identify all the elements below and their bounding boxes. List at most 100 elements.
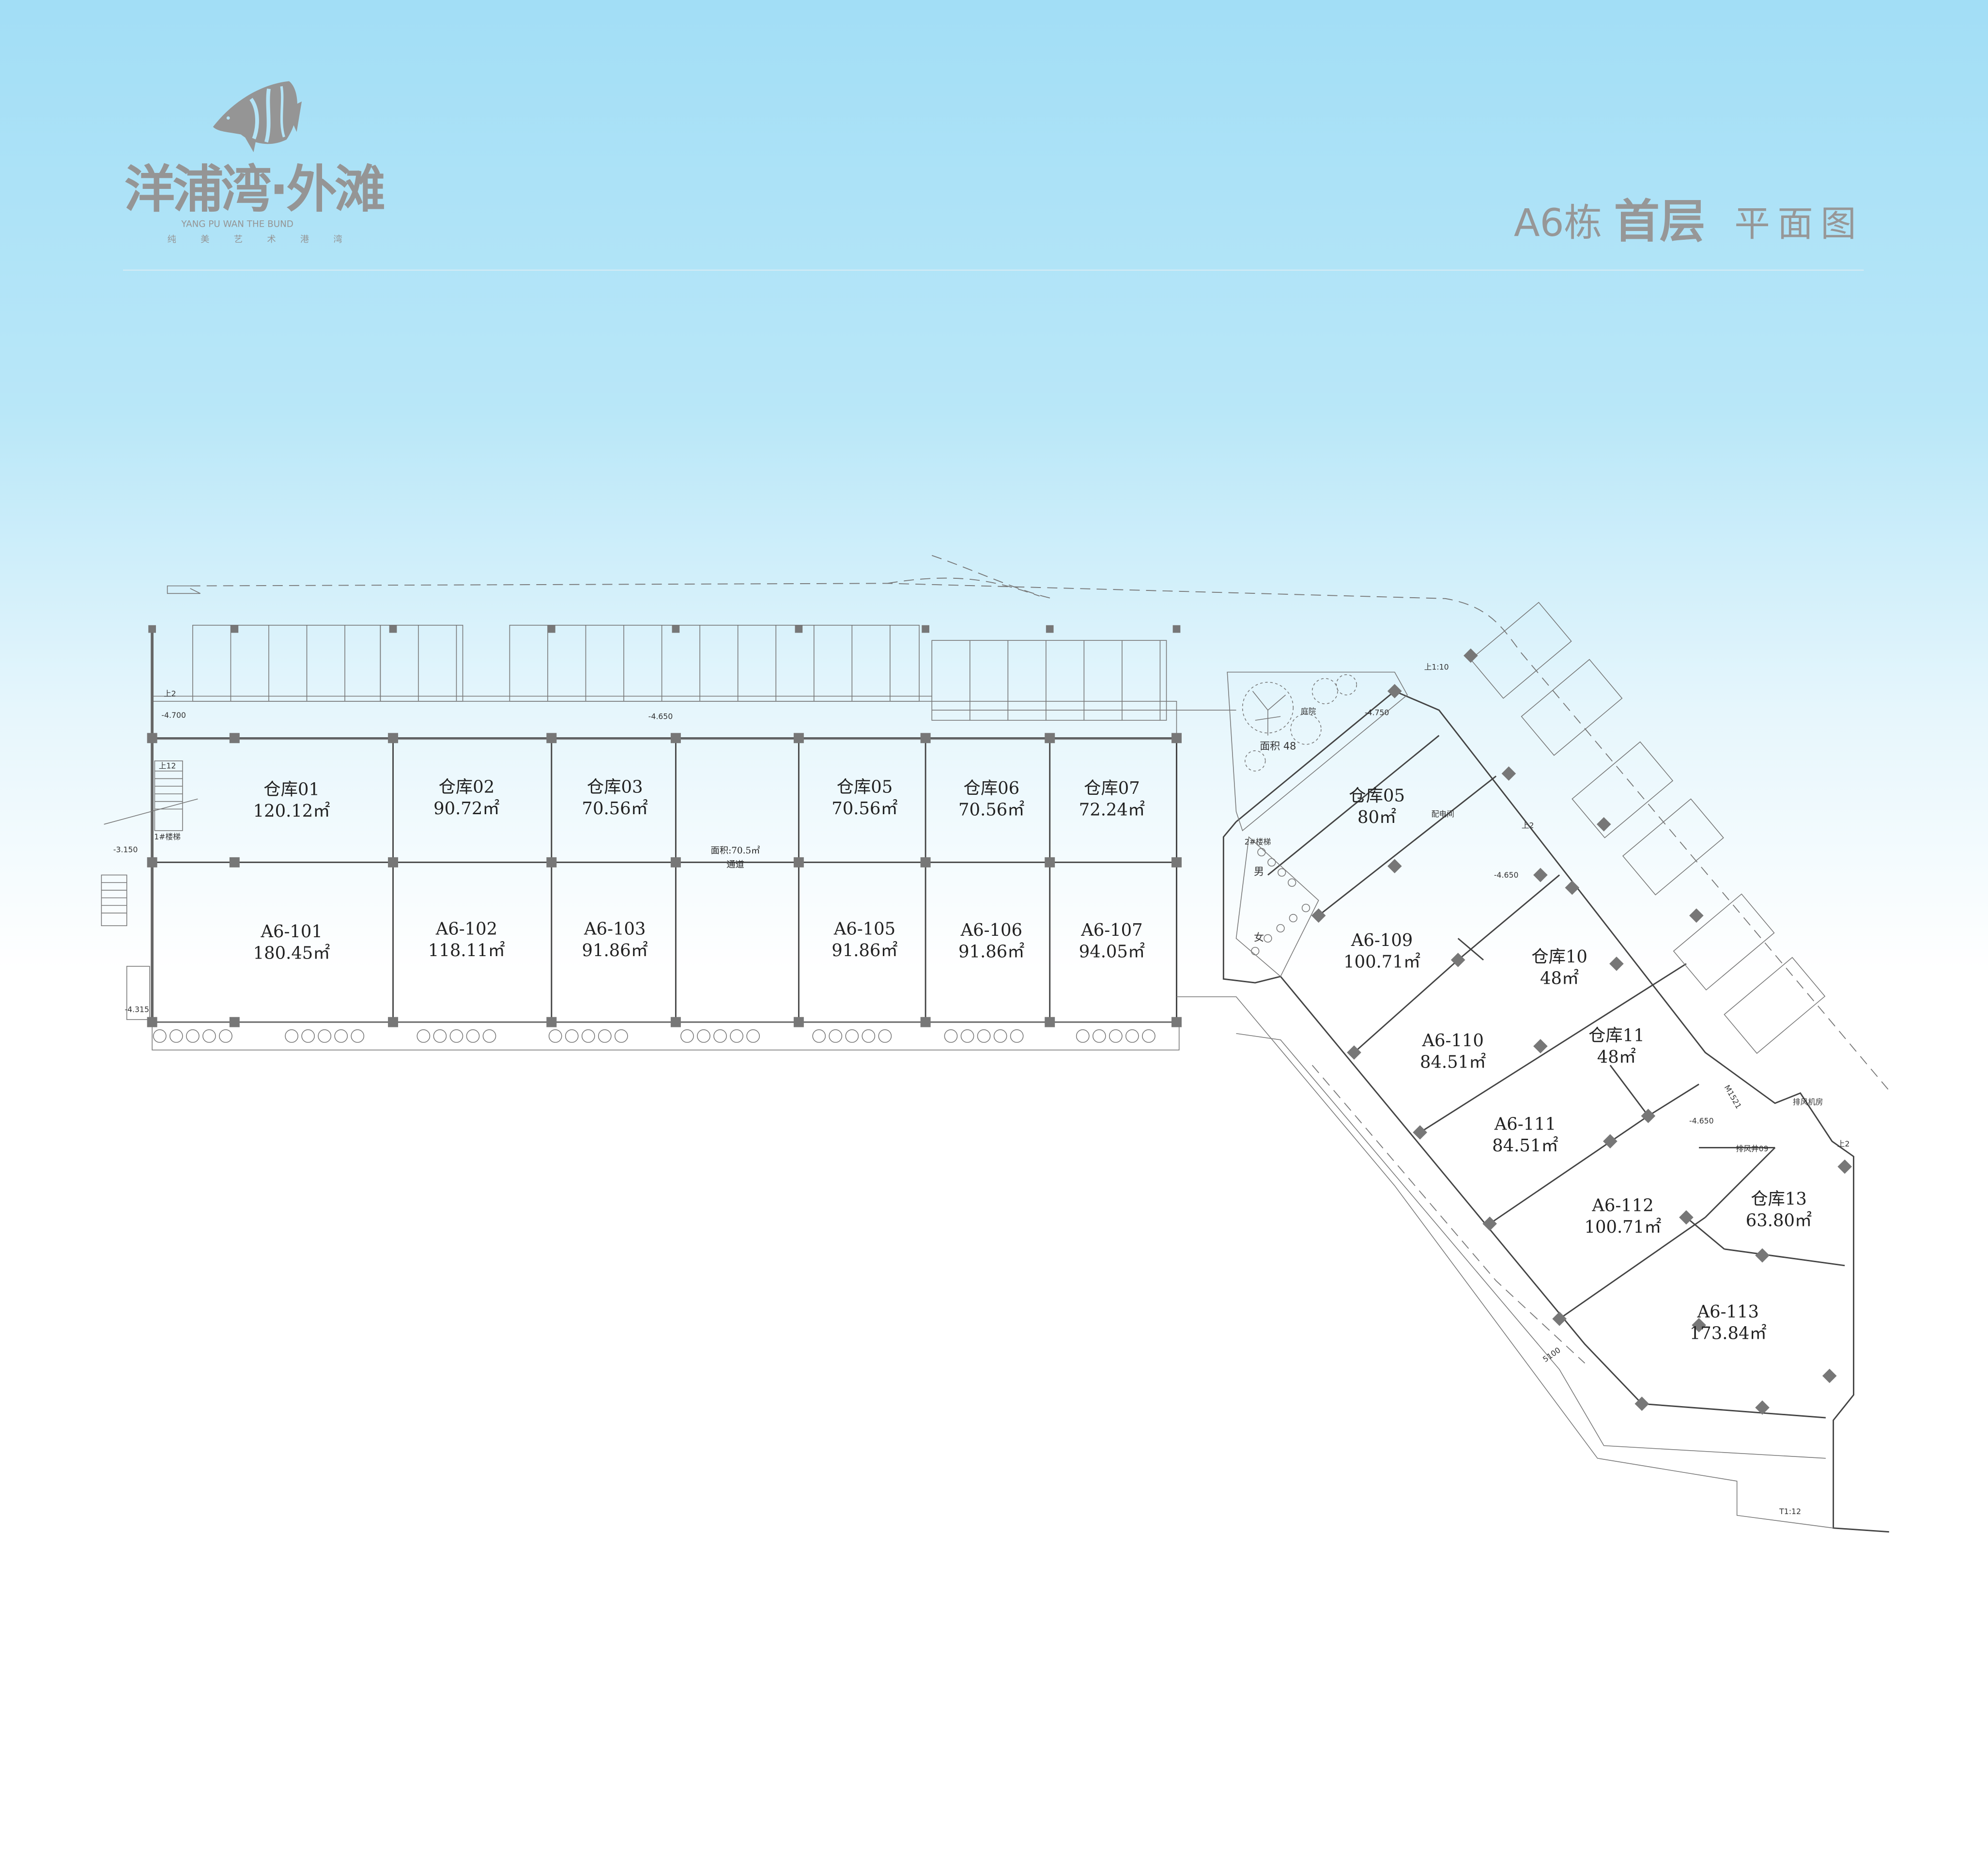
column — [1045, 1017, 1055, 1027]
column — [1045, 733, 1055, 743]
column — [1692, 1318, 1706, 1332]
column — [1171, 733, 1182, 743]
room-name: 仓库01 — [263, 780, 320, 800]
column — [920, 857, 931, 867]
ramp-top-label: 上1:10 — [1424, 662, 1449, 671]
column — [388, 857, 399, 867]
column — [546, 857, 557, 867]
elevation-3150: -3.150 — [113, 845, 138, 854]
column — [546, 733, 557, 743]
room-name: 仓库13 — [1751, 1189, 1807, 1209]
column — [1533, 1039, 1548, 1053]
column — [389, 625, 397, 633]
room-name: A6-110 — [1422, 1031, 1484, 1051]
column — [670, 1017, 681, 1027]
parking-stall — [1622, 798, 1724, 896]
column — [148, 625, 156, 633]
column — [793, 857, 804, 867]
female-label: 女 — [1254, 932, 1264, 944]
room-area: 100.71㎡ — [1585, 1217, 1662, 1237]
male-label: 男 — [1254, 866, 1264, 878]
room-area: 91.86㎡ — [582, 941, 647, 960]
title-suffix: 平面图 — [1734, 203, 1864, 245]
parking-stall — [1521, 659, 1623, 756]
room-name: A6-105 — [833, 919, 895, 939]
room-area: 84.51㎡ — [1420, 1052, 1486, 1072]
west-building — [101, 625, 1236, 1051]
room-area: 100.71㎡ — [1343, 952, 1420, 972]
column — [388, 733, 399, 743]
driveway-outline — [167, 555, 1890, 1091]
elevation-4650-south: -4.650 — [1689, 1116, 1714, 1126]
column — [922, 625, 929, 633]
elevation-4750: -4.750 — [1365, 708, 1389, 717]
room-name: A6-113 — [1697, 1302, 1759, 1322]
brand-name: 洋浦湾·外滩 — [124, 160, 385, 219]
column — [1552, 1312, 1567, 1326]
room-name: 仓库10 — [1531, 947, 1587, 967]
room-area: 70.56㎡ — [582, 799, 647, 819]
column — [670, 733, 681, 743]
exhaust-shaft-label: 排风井09 — [1736, 1144, 1769, 1153]
title-bold: 首层 — [1614, 196, 1705, 248]
parking-row — [380, 624, 463, 702]
column — [1822, 1368, 1837, 1383]
column — [229, 857, 240, 867]
column — [793, 733, 804, 743]
parking-stalls-east — [931, 640, 1167, 721]
brand-slogan: 纯 美 艺 术 港 湾 — [168, 234, 342, 245]
room-area: 91.86㎡ — [958, 942, 1024, 962]
corridor-name: 通道 — [726, 860, 744, 870]
parking-row — [509, 624, 920, 702]
courtyard-area: 面积 48 — [1260, 740, 1296, 752]
room-name: A6-106 — [960, 920, 1022, 940]
parking-stall — [1470, 602, 1572, 699]
door-code: M1521 — [1723, 1084, 1743, 1111]
room-area: 48㎡ — [1597, 1047, 1636, 1067]
column — [1482, 1216, 1497, 1231]
room-name: 仓库05 — [837, 777, 893, 797]
corridor-area: 面积:70.5㎡ — [710, 845, 760, 856]
column — [229, 1017, 240, 1027]
room-area: 63.80㎡ — [1746, 1211, 1812, 1231]
room-labels-west: 仓库01120.12㎡仓库0290.72㎡仓库0370.56㎡仓库0570.56… — [253, 777, 1145, 963]
column — [1533, 867, 1548, 882]
parking-row — [931, 640, 1167, 721]
brand-english: YANG PU WAN THE BUND — [181, 219, 293, 230]
room-name: 仓库06 — [963, 778, 1019, 798]
column — [147, 733, 157, 743]
column — [147, 857, 157, 867]
room-area: 91.86㎡ — [832, 941, 897, 960]
room-name: A6-102 — [435, 919, 497, 939]
elevation-4315: -4.315 — [124, 1005, 149, 1014]
room-name: 仓库07 — [1084, 778, 1140, 798]
power-room-label: 配电间 — [1432, 809, 1454, 819]
column — [1501, 766, 1516, 781]
exhaust-room-label: 排风机房 — [1793, 1097, 1823, 1106]
column — [1641, 1109, 1656, 1123]
parking-stall — [1673, 893, 1775, 991]
elevation-4650-corridor: -4.650 — [648, 712, 673, 721]
column — [1609, 956, 1624, 971]
column — [1045, 857, 1055, 867]
column — [1603, 1134, 1618, 1149]
room-area: 90.72㎡ — [433, 799, 499, 819]
room-area: 84.51㎡ — [1492, 1136, 1558, 1156]
stair-1 — [101, 760, 198, 1020]
column — [920, 1017, 931, 1027]
column — [231, 625, 239, 633]
column — [1387, 859, 1402, 874]
room-name: A6-111 — [1494, 1115, 1556, 1134]
room-area: 94.05㎡ — [1079, 942, 1145, 962]
angelfish-logo — [213, 81, 302, 153]
column — [1565, 880, 1580, 895]
column — [1464, 648, 1478, 663]
title-prefix: A6栋 — [1514, 201, 1602, 245]
room-name: A6-101 — [260, 922, 322, 942]
up2-label: 上2 — [164, 689, 176, 698]
room-name: 仓库03 — [587, 777, 643, 797]
column — [388, 1017, 399, 1027]
parking-stall — [1724, 957, 1826, 1054]
